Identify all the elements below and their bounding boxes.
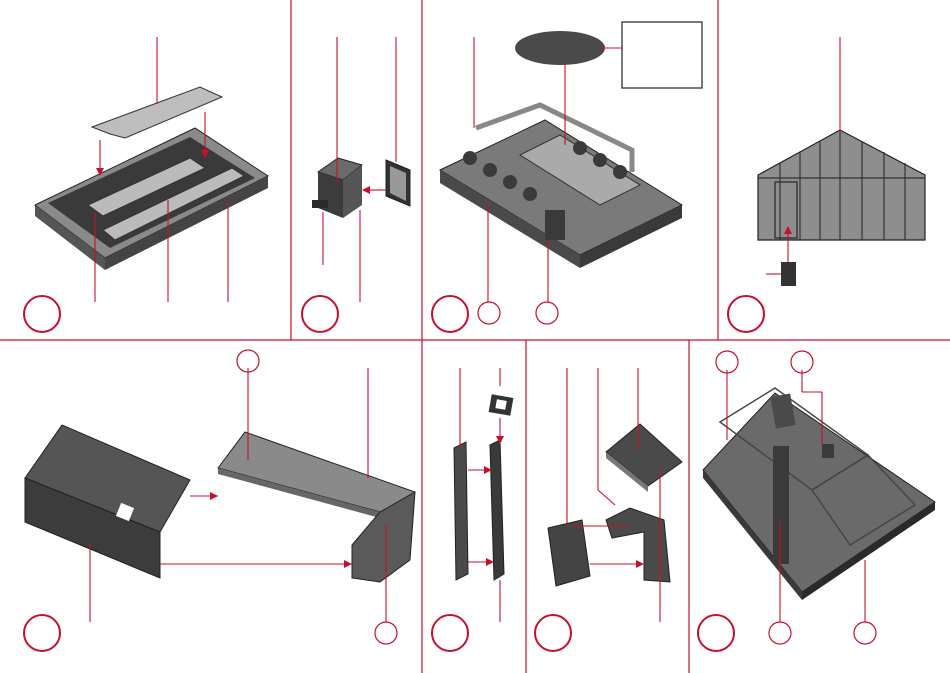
chimney-half-right [490,440,504,580]
callout-circle [478,302,500,324]
arrow-head [210,492,218,500]
chimney [773,446,789,564]
step-2-boiler-house [302,37,410,332]
step-4-gable-wall [728,37,925,332]
arrow-head [344,560,352,568]
box-left [318,172,343,218]
arrow-head [362,186,370,194]
roof-part [606,424,682,486]
box-hatch [312,200,328,208]
leader-walls-bend [598,490,615,505]
callout-circle [791,351,813,373]
chimney-top [822,444,834,458]
step-number-circle [24,615,60,651]
step-3-pipes-plants [432,22,702,332]
step-number-circle [728,296,764,332]
plant [503,175,517,189]
arrow-head [486,558,494,566]
door-part [781,262,796,286]
plant [523,187,537,201]
step-number-circle [302,296,338,332]
callout-circle [769,622,791,644]
plant [573,141,587,155]
plant [593,153,607,167]
step-number-circle [535,615,571,651]
step-5-walls [24,350,415,651]
plant [463,151,477,165]
step-6-chimney [432,368,513,651]
step-number-circle [698,615,734,651]
step-1-base-plate [24,37,268,332]
callout-circle [716,351,738,373]
chimney-cap-opening [495,399,506,410]
gable-wall [758,130,925,240]
foliage-cluster [515,31,605,65]
note-box [622,22,702,88]
callout-circle [536,302,558,324]
step-8-finished-greenhouse [698,351,935,651]
step-number-circle [24,296,60,332]
callout-circle [854,622,876,644]
door-panel [548,520,590,586]
greenhouse-base [703,393,935,592]
arrow-head [636,560,644,568]
boiler-house [545,210,565,240]
plant [483,163,497,177]
chimney-half-left [454,442,468,580]
step-number-circle [432,296,468,332]
step-number-circle [432,615,468,651]
plant [613,165,627,179]
step-7-boiler-roof [535,368,682,651]
callout-circle [375,622,397,644]
